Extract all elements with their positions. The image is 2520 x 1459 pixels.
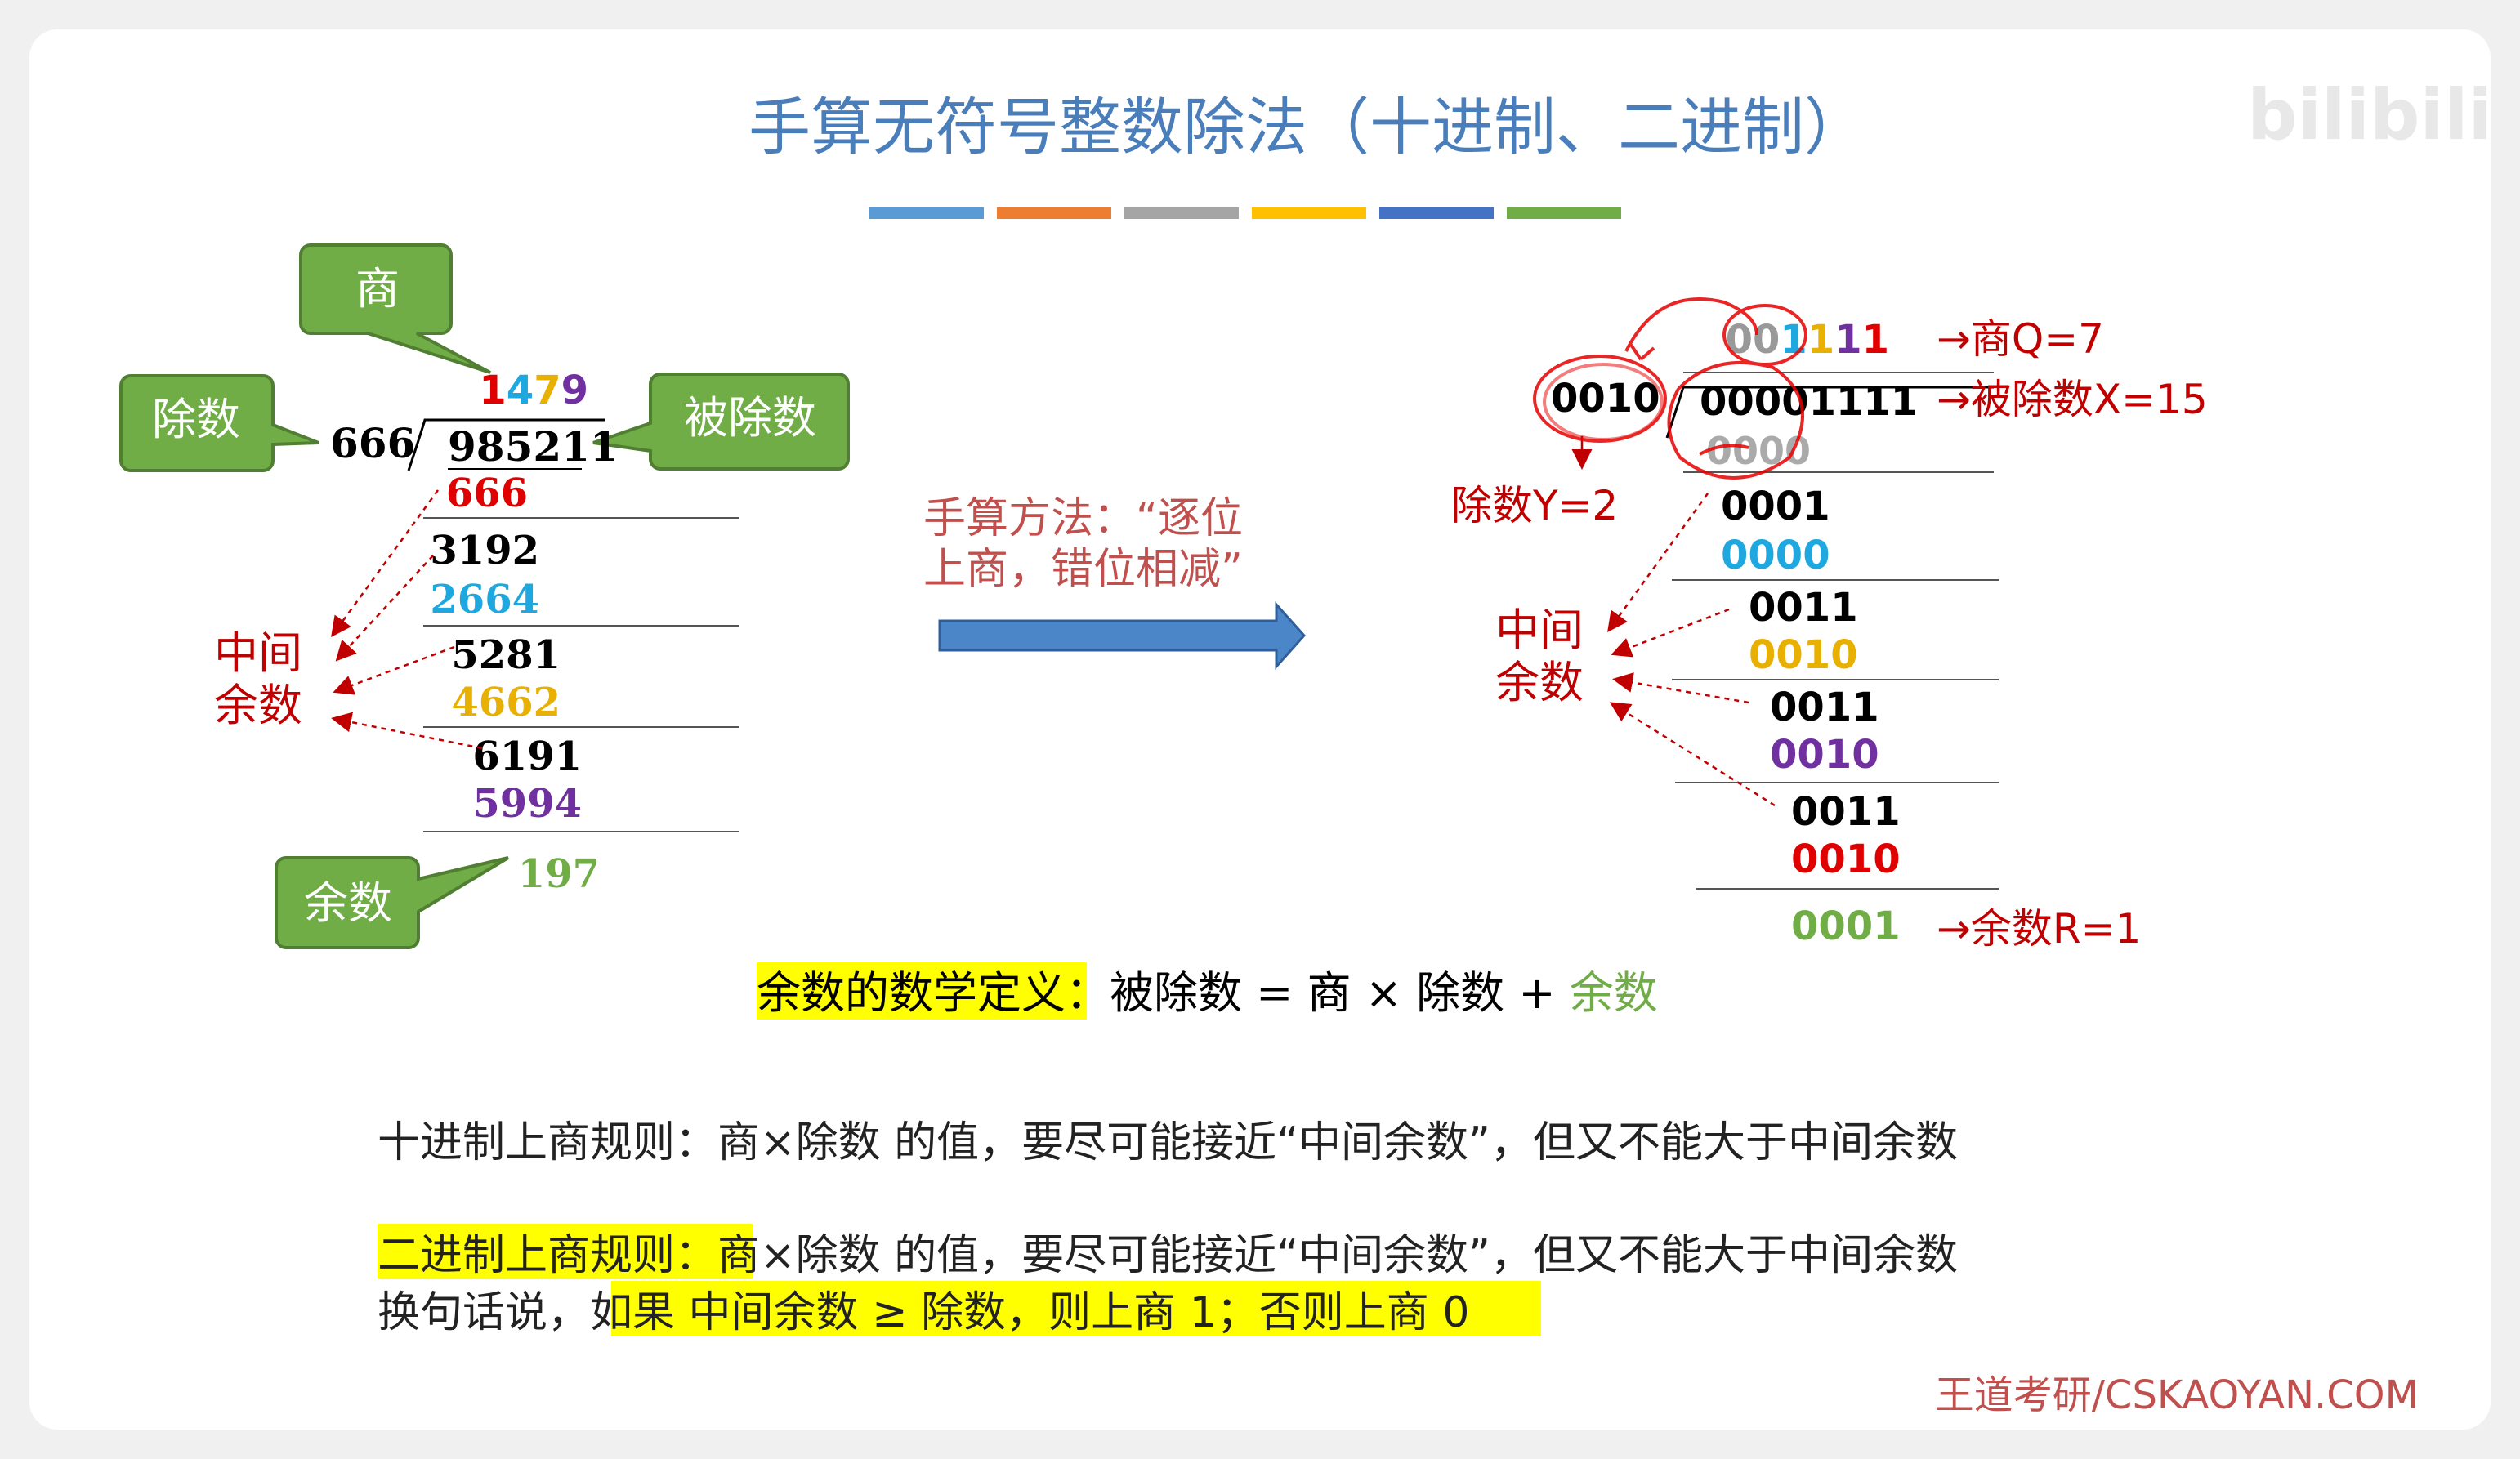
callout-quotient-label: 商 — [355, 263, 400, 315]
binary-mid-label-2: 余数 — [1495, 657, 1584, 708]
decimal-rule: 十进制上商规则：商×除数 的值，要尽可能接近“中间余数”，但又不能大于中间余数 — [378, 1118, 1958, 1167]
binary-rule-rest: 商×除数 的值，要尽可能接近“中间余数”，但又不能大于中间余数 — [717, 1231, 1958, 1280]
binary-step-8: 0010 — [1791, 837, 1901, 882]
title-bar-2 — [997, 207, 1111, 219]
binary-quotient: 001111 — [1726, 317, 1889, 363]
decimal-rules — [423, 517, 739, 832]
binary-step-5: 0011 — [1770, 685, 1879, 730]
binary-step-7: 0011 — [1791, 789, 1901, 835]
title-bar-1 — [869, 207, 984, 219]
callout-divisor: 除数 — [119, 374, 319, 472]
definition-highlight-bg — [757, 962, 1087, 1020]
binary-first-sub: 0000 — [1706, 429, 1811, 473]
decimal-step-6: 6191 — [472, 734, 582, 779]
definition-highlight: 余数的数学定义 — [757, 967, 1066, 1019]
decimal-step-3: 2664 — [430, 577, 539, 622]
decimal-quotient: 1479 — [479, 368, 588, 413]
title-bar-3 — [1124, 207, 1239, 219]
rule-line-3: 换句话说，如果 中间余数 ≥ 除数，则上商 1；否则上商 0 — [378, 1288, 1469, 1337]
title-bar-5 — [1379, 207, 1494, 219]
decimal-quotient-digit-3: 7 — [534, 368, 561, 413]
line3-prefix: 换句话说， — [378, 1288, 590, 1337]
decimal-mid-label-1: 中间 — [214, 627, 302, 679]
callout-remainder-label: 余数 — [304, 877, 392, 929]
binary-remainder-label: →余数R=1 — [1937, 905, 2141, 953]
binary-quotient-digit-1: 0 — [1726, 317, 1753, 363]
binary-quotient-digit-2: 0 — [1753, 317, 1780, 363]
method-arrow — [938, 601, 1307, 670]
definition-colon: ： — [1066, 967, 1110, 1019]
binary-divisor: 0010 — [1551, 376, 1660, 422]
method-line-2: 上商，错位相减” — [923, 545, 1243, 594]
binary-rule-highlight-bg — [378, 1224, 753, 1279]
binary-quotient-digit-4: 1 — [1807, 317, 1834, 363]
definition-formula: 被除数 = 商 × 除数 + — [1110, 967, 1570, 1019]
decimal-divisor: 666 — [330, 419, 415, 467]
binary-dividend-label: →被除数X=15 — [1937, 376, 2208, 423]
decimal-dividend: 985211 — [448, 422, 619, 471]
binary-rule-line: 二进制上商规则：商×除数 的值，要尽可能接近“中间余数”，但又不能大于中间余数 — [378, 1231, 1958, 1280]
callout-dividend-label: 被除数 — [684, 392, 816, 444]
title-bar-6 — [1507, 207, 1621, 219]
binary-step-4: 0010 — [1749, 632, 1858, 678]
binary-step-3: 0011 — [1749, 585, 1858, 631]
title-bar-4 — [1252, 207, 1366, 219]
binary-dividend: 00001111 — [1700, 379, 1918, 425]
decimal-mid-label-2: 余数 — [214, 680, 302, 731]
hand-annotation — [1533, 297, 1807, 480]
decimal-quotient-digit-2: 4 — [507, 368, 534, 413]
decimal-step-2: 3192 — [430, 528, 539, 573]
decimal-step-4: 5281 — [451, 632, 561, 678]
decimal-step-5: 4662 — [451, 680, 561, 725]
binary-rule-highlight: 二进制上商规则： — [378, 1231, 717, 1280]
footer-brand: 王道考研/CSKAOYAN.COM — [1935, 1372, 2419, 1418]
definition-tail: 余数 — [1570, 967, 1658, 1019]
binary-step-6: 0010 — [1770, 732, 1879, 778]
decimal-step-1: 666 — [446, 471, 528, 516]
binary-mid-arrows — [1571, 436, 1776, 807]
binary-divisor-label: 除数Y=2 — [1451, 482, 1618, 529]
page-title: 手算无符号整数除法（十进制、二进制） — [748, 91, 1866, 163]
decimal-quotient-digit-1: 1 — [479, 368, 506, 413]
decimal-division-bracket — [407, 418, 605, 471]
binary-quotient-digit-6: 1 — [1862, 317, 1889, 363]
binary-step-1: 0001 — [1721, 484, 1830, 529]
binary-step-9: 0001 — [1791, 904, 1901, 949]
decimal-mid-arrows — [331, 489, 483, 750]
method-line-1: 手算方法：“逐位 — [923, 494, 1243, 543]
definition-line: 余数的数学定义：被除数 = 商 × 除数 + 余数 — [757, 967, 1658, 1019]
callout-remainder: 余数 — [275, 856, 510, 949]
decimal-step-8: 197 — [518, 851, 600, 897]
binary-quotient-digit-5: 1 — [1834, 317, 1861, 363]
bilibili-watermark: bilibili — [2247, 74, 2492, 156]
callout-divisor-label: 除数 — [152, 394, 240, 445]
binary-quotient-label: →商Q=7 — [1937, 315, 2104, 363]
title-color-bars — [869, 207, 1621, 219]
callout-dividend: 被除数 — [592, 373, 850, 471]
binary-rules — [1672, 471, 1999, 890]
line3-highlight: 如果 中间余数 ≥ 除数，则上商 1；否则上商 0 — [590, 1288, 1469, 1337]
callout-quotient: 商 — [299, 243, 491, 374]
binary-mid-label-1: 中间 — [1495, 605, 1584, 656]
decimal-step-7: 5994 — [472, 781, 582, 827]
slide-card — [29, 29, 2491, 1430]
decimal-quotient-digit-4: 9 — [561, 368, 588, 413]
line3-highlight-bg — [611, 1281, 1541, 1336]
binary-step-2: 0000 — [1721, 533, 1830, 578]
